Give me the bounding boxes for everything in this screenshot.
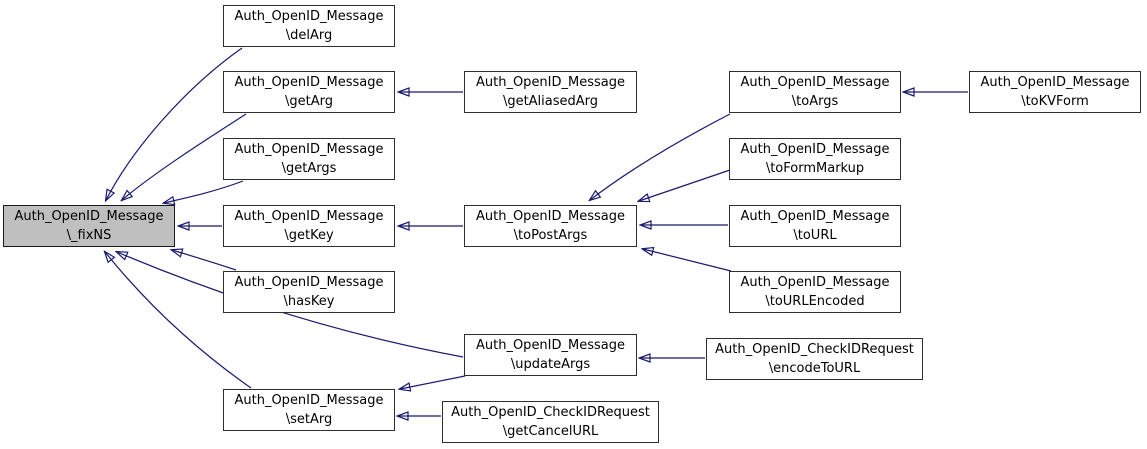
edge-toFormMarkup-to-toPostArgs: [639, 169, 731, 201]
node-class-label: Auth_OpenID_Message: [980, 75, 1130, 90]
edge-hasKey-to-fixNS: [172, 250, 237, 271]
edge-delArg-to-fixNS: [106, 47, 243, 200]
node-class-label: Auth_OpenID_Message: [475, 209, 625, 224]
node-delArg[interactable]: Auth_OpenID_Message \delArg: [223, 5, 395, 47]
edge-getArgs-to-fixNS: [164, 180, 244, 203]
node-method-label: \toArgs: [791, 94, 839, 109]
edge-toArgs-to-toPostArgs: [590, 113, 731, 200]
node-class-label: Auth_OpenID_Message: [234, 9, 384, 24]
node-getAliasedArg[interactable]: Auth_OpenID_Message \getAliasedArg: [464, 71, 637, 113]
node-method-label: \getAliasedArg: [502, 94, 599, 109]
node-updateArgs[interactable]: Auth_OpenID_Message \updateArgs: [464, 334, 637, 376]
node-method-label: \toKVForm: [1021, 94, 1089, 109]
node-class-label: Auth_OpenID_Message: [475, 338, 625, 353]
node-class-label: Auth_OpenID_Message: [14, 209, 164, 224]
node-getKey[interactable]: Auth_OpenID_Message \getKey: [223, 205, 395, 247]
node-fixNS[interactable]: Auth_OpenID_Message \_fixNS: [3, 205, 175, 247]
node-method-label: \toPostArgs: [513, 228, 588, 243]
node-class-label: Auth_OpenID_Message: [234, 209, 384, 224]
node-class-label: Auth_OpenID_Message: [475, 75, 625, 90]
node-method-label: \toFormMarkup: [765, 161, 865, 176]
node-toPostArgs[interactable]: Auth_OpenID_Message \toPostArgs: [464, 205, 637, 247]
node-method-label: \encodeToURL: [768, 361, 861, 376]
node-toArgs[interactable]: Auth_OpenID_Message \toArgs: [729, 71, 901, 113]
node-toKVForm[interactable]: Auth_OpenID_Message \toKVForm: [969, 71, 1141, 113]
node-method-label: \getArg: [285, 94, 333, 109]
node-method-label: \delArg: [285, 28, 333, 43]
node-method-label: \getKey: [284, 228, 334, 243]
node-getCancelURL[interactable]: Auth_OpenID_CheckIDRequest \getCancelURL: [442, 401, 659, 443]
node-encodeToURL[interactable]: Auth_OpenID_CheckIDRequest \encodeToURL: [706, 338, 923, 380]
node-hasKey[interactable]: Auth_OpenID_Message \hasKey: [223, 271, 395, 313]
edge-updateArgs-to-setArg: [400, 375, 466, 389]
node-class-label: Auth_OpenID_CheckIDRequest: [451, 405, 650, 420]
edge-toURLEncoded-to-toPostArgs: [643, 249, 732, 272]
node-method-label: \getArgs: [281, 161, 337, 176]
node-class-label: Auth_OpenID_Message: [740, 209, 890, 224]
node-getArg[interactable]: Auth_OpenID_Message \getArg: [223, 71, 395, 113]
edge-updateArgs-to-fixNS: [117, 252, 464, 358]
node-method-label: \setArg: [285, 412, 333, 427]
node-class-label: Auth_OpenID_Message: [234, 75, 384, 90]
node-method-label: \getCancelURL: [502, 424, 599, 439]
node-method-label: \toURL: [793, 228, 837, 243]
node-toURLEncoded[interactable]: Auth_OpenID_Message \toURLEncoded: [729, 271, 901, 313]
node-method-label: \hasKey: [283, 294, 335, 309]
node-class-label: Auth_OpenID_Message: [740, 142, 890, 157]
node-getArgs[interactable]: Auth_OpenID_Message \getArgs: [223, 138, 395, 180]
node-toFormMarkup[interactable]: Auth_OpenID_Message \toFormMarkup: [729, 138, 901, 180]
node-toURL[interactable]: Auth_OpenID_Message \toURL: [729, 205, 901, 247]
node-class-label: Auth_OpenID_CheckIDRequest: [715, 342, 914, 357]
node-class-label: Auth_OpenID_Message: [740, 275, 890, 290]
node-class-label: Auth_OpenID_Message: [740, 75, 890, 90]
node-setArg[interactable]: Auth_OpenID_Message \setArg: [223, 389, 395, 431]
node-method-label: \updateArgs: [510, 357, 591, 372]
node-method-label: \_fixNS: [66, 228, 112, 243]
node-method-label: \toURLEncoded: [765, 294, 865, 309]
node-class-label: Auth_OpenID_Message: [234, 393, 384, 408]
node-class-label: Auth_OpenID_Message: [234, 275, 384, 290]
node-class-label: Auth_OpenID_Message: [234, 142, 384, 157]
edge-setArg-to-fixNS: [105, 252, 252, 389]
edge-getArg-to-fixNS: [122, 113, 247, 200]
